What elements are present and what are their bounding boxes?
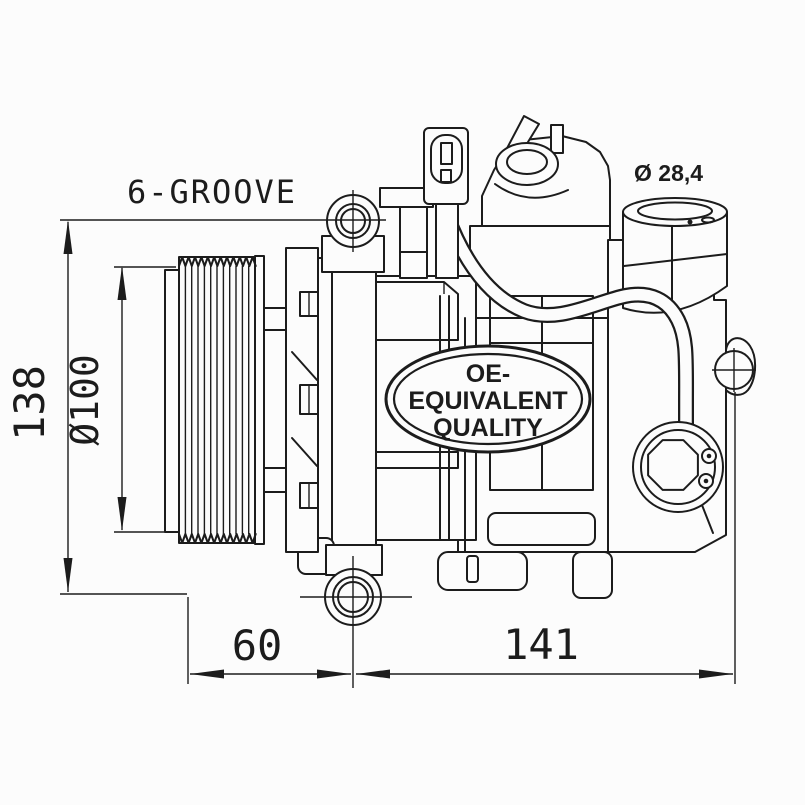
dim-d100-label: Ø100 <box>63 354 107 446</box>
hose <box>439 208 695 440</box>
mounting-lug-top <box>321 190 385 273</box>
fitting-port-inner <box>506 149 548 175</box>
dim-138-label: 138 <box>5 365 54 441</box>
cylinder-top-inner <box>637 201 713 221</box>
badge-line2: EQUIVALENT <box>408 387 567 415</box>
arrowhead-right <box>317 669 351 679</box>
badge-line3: QUALITY <box>433 414 543 442</box>
rim-slot <box>701 216 715 224</box>
port-ring <box>640 429 716 505</box>
connector-pin-slot <box>440 169 452 183</box>
oe-quality-badge: OE- EQUIVALENT QUALITY <box>384 344 592 454</box>
electrical-connector <box>423 127 469 279</box>
pulley-left-flange <box>164 269 180 533</box>
arrowhead-up <box>63 220 73 254</box>
dimension-138: 138 <box>5 219 386 595</box>
bottom-foot <box>572 551 613 599</box>
arrowhead-down <box>117 497 127 531</box>
dimension-60: 60 <box>187 556 354 688</box>
suction-port-cylinder <box>622 197 728 314</box>
rim-dot <box>687 219 693 225</box>
top-boss-bolt <box>399 206 428 279</box>
clutch-assembly <box>261 247 319 553</box>
bottom-foot <box>437 551 528 591</box>
groove-label: 6-GROOVE <box>127 173 297 211</box>
dimension-141: 141 <box>356 392 736 684</box>
pulley <box>164 255 265 545</box>
port-bolt-dot <box>706 453 712 459</box>
arrowhead-left <box>356 669 390 679</box>
fitting-under-arc <box>494 183 569 199</box>
connector-stem <box>435 203 459 279</box>
cylinder-seam <box>623 253 728 267</box>
arrowhead-up <box>117 266 127 300</box>
port-bolt-dot <box>703 478 709 484</box>
pulley-right-flange <box>254 255 265 545</box>
plate-diagonal <box>291 437 318 467</box>
badge-line1: OE- <box>466 360 510 388</box>
front-head-box <box>371 281 459 341</box>
arrowhead-left <box>190 669 224 679</box>
badge-outer-ellipse <box>384 344 592 454</box>
block-foot-plate <box>487 512 596 546</box>
port-octagon <box>647 439 699 491</box>
arrowhead-right <box>699 669 733 679</box>
front-housing <box>317 257 377 553</box>
spacer <box>261 307 287 493</box>
dim-141-label: 141 <box>503 620 579 669</box>
pulley-rib-lines <box>184 266 250 534</box>
connector-pin-slot <box>440 142 453 165</box>
arrowhead-down <box>63 558 73 592</box>
rib-plate <box>371 451 459 469</box>
drain-pin <box>466 555 479 583</box>
discharge-port <box>632 421 724 513</box>
dim-60-label: 60 <box>232 621 283 670</box>
plate-diagonal <box>291 351 318 381</box>
port-diameter-label: Ø 28,4 <box>634 160 703 186</box>
fitting-pin <box>550 124 564 154</box>
dimension-d100: Ø100 <box>63 266 178 533</box>
hose-core <box>441 210 692 438</box>
port-outer-circle <box>632 421 724 513</box>
badge-inner-ellipse <box>392 352 584 446</box>
top-fitting <box>481 115 611 227</box>
